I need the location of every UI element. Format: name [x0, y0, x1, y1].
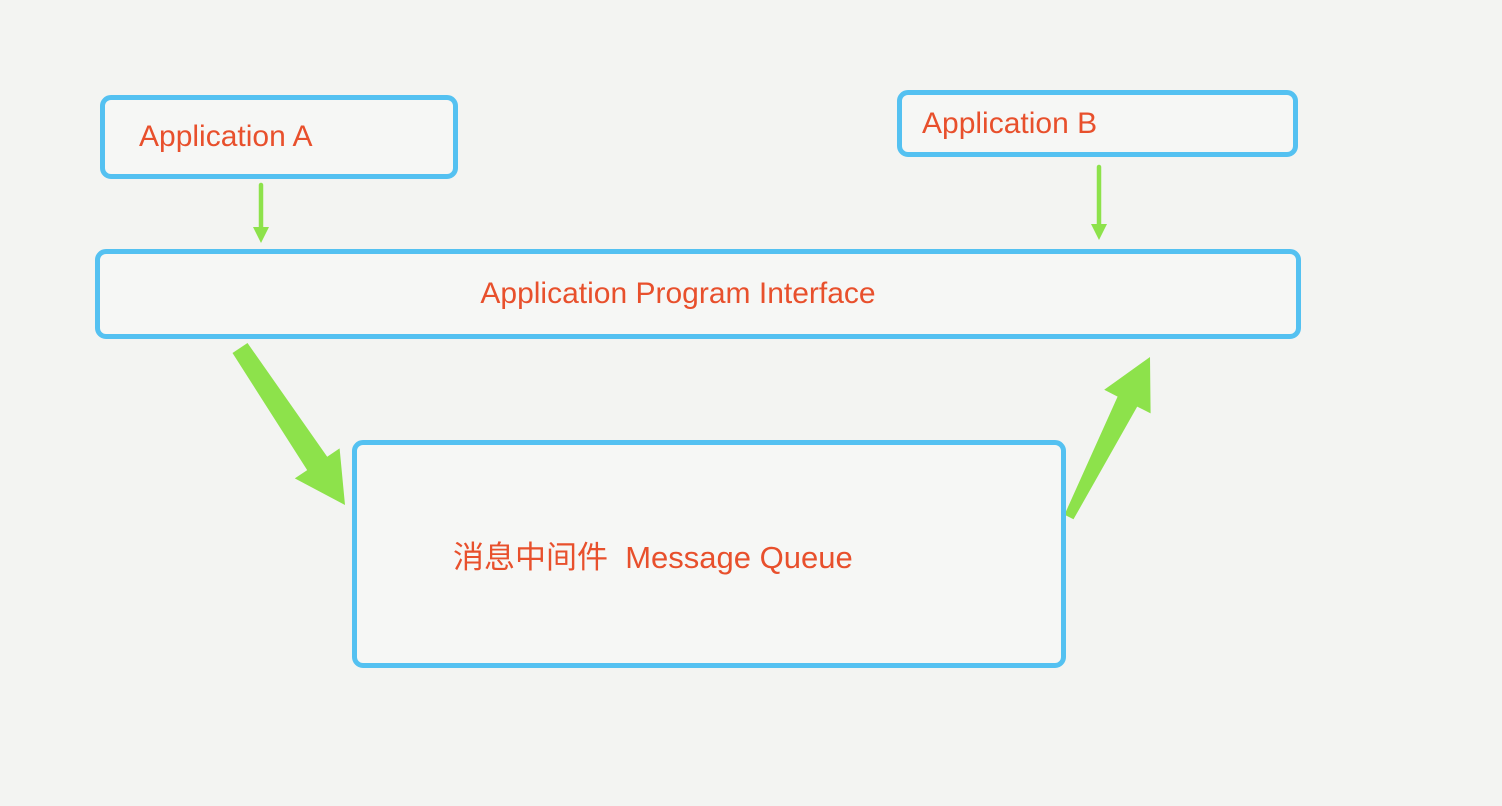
arrow-mq-to-api [1064, 357, 1151, 520]
arrow-app-b-to-api-head [1091, 224, 1107, 240]
node-message-queue-label: 消息中间件 Message Queue [453, 539, 853, 575]
node-application-a: Application A [100, 95, 458, 179]
node-application-b-label: Application B [922, 106, 1098, 140]
node-message-queue: 消息中间件 Message Queue [352, 440, 1066, 668]
node-application-program-interface-label: Application Program Interface [480, 277, 876, 310]
node-application-program-interface: Application Program Interface [95, 249, 1301, 339]
arrow-app-a-to-api [253, 182, 269, 243]
node-application-a-label: Application A [139, 120, 313, 153]
arrow-app-b-to-api [1091, 164, 1107, 240]
arrow-api-to-mq [232, 343, 345, 505]
arrow-app-a-to-api-head [253, 227, 269, 243]
node-application-b: Application B [897, 90, 1298, 157]
